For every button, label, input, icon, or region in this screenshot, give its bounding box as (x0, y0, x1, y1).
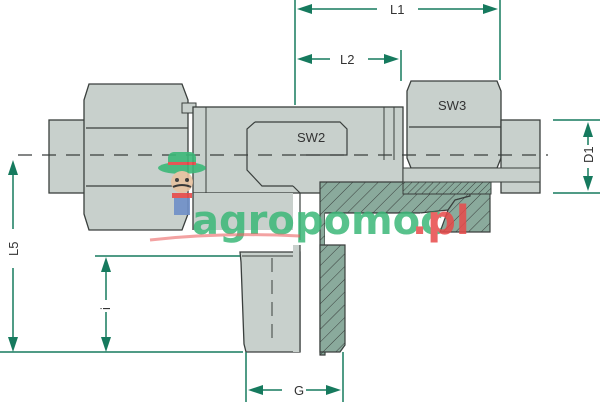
left-swivel-nut (83, 83, 197, 231)
dim-label-l5: L5 (6, 242, 21, 256)
tee-section (292, 181, 492, 356)
dim-label-i: i (98, 307, 113, 310)
dim-label-l2: L2 (340, 52, 354, 67)
tee-body: SW2 (192, 106, 404, 230)
watermark-suffix: .pl (412, 198, 470, 244)
sw2-label: SW2 (297, 130, 325, 145)
dim-label-g: G (294, 383, 304, 398)
dim-label-l1: L1 (390, 2, 404, 17)
left-tube (48, 119, 90, 194)
threaded-stud (239, 244, 346, 353)
right-swivel-nut: SW3 (402, 80, 541, 194)
sw3-label: SW3 (438, 98, 466, 113)
watermark: agropomoc .pl (149, 198, 470, 244)
dim-label-d1: D1 (581, 146, 596, 163)
watermark-text: agropomoc (192, 198, 444, 244)
watermark-mascot-icon (158, 152, 206, 215)
